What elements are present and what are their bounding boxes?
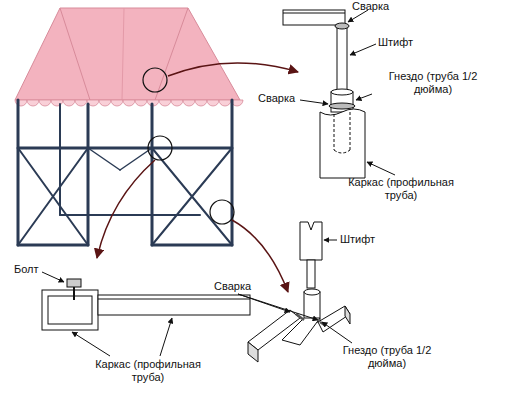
detail-top (283, 10, 365, 178)
drawing-part (318, 306, 350, 332)
drawing-part (98, 295, 250, 315)
roof-fringe (15, 100, 243, 106)
fringe-scallop (195, 100, 207, 106)
callout-label: Сварка (258, 92, 295, 105)
drawing-part (334, 150, 350, 153)
drawing-part (15, 8, 240, 100)
drawing-part (152, 148, 232, 245)
callout-label: Сварка (352, 0, 389, 13)
callout-label: Штифт (340, 233, 375, 246)
drawing-part (168, 63, 298, 76)
callout-label: Сварка (214, 280, 251, 293)
callout-label: Гнездо (труба 1/2 дюйма) (374, 70, 492, 96)
fringe-scallop (27, 100, 39, 106)
drawing-part (335, 23, 349, 29)
drawing-part (72, 332, 110, 356)
drawing-part (67, 279, 81, 287)
drawing-part (337, 25, 347, 93)
drawing-part (48, 296, 92, 324)
drawing-part (304, 289, 320, 295)
fringe-scallop (219, 100, 231, 106)
drawing-part (152, 148, 232, 245)
drawing-part (42, 290, 98, 330)
drawing-part (17, 100, 20, 245)
drawing-part (238, 294, 318, 320)
drawing-part (143, 68, 167, 92)
drawing-part (307, 260, 315, 288)
callout-label: Гнездо (труба 1/2 дюйма) (328, 344, 446, 370)
drawing-part (356, 94, 372, 100)
drawing-part (73, 287, 75, 300)
drawing-part (59, 104, 61, 215)
drawing-part (248, 342, 258, 362)
drawing-part (300, 100, 328, 104)
detail-corner (248, 222, 350, 362)
fringe-scallop (99, 100, 111, 106)
drawing-part (97, 160, 155, 258)
drawing-part (283, 13, 345, 14)
gazebo-frame (18, 100, 232, 245)
drawing-part (60, 8, 90, 100)
drawing-part (122, 8, 124, 100)
drawing-part (283, 10, 345, 25)
drawing-part (210, 200, 234, 224)
drawing-part (322, 322, 352, 343)
fringe-scallop (135, 100, 147, 106)
fringe-scallop (75, 100, 87, 106)
drawing-part (367, 162, 395, 175)
drawing-part (320, 109, 365, 178)
drawing-part (334, 114, 335, 150)
fringe-scallop (63, 100, 75, 106)
drawing-part (331, 89, 353, 95)
leader-lines (42, 10, 395, 356)
drawing-part (18, 147, 232, 150)
roof (15, 8, 243, 106)
drawing-part (160, 318, 172, 356)
drawing-part (155, 8, 188, 100)
callout-label: Каркас (профильная труба) (78, 358, 218, 384)
drawing-part (329, 103, 355, 109)
drawing-part (248, 310, 300, 350)
drawing-part (60, 214, 200, 216)
drawing-part (345, 306, 350, 324)
callout-label: Болт (14, 263, 39, 276)
drawing-part (98, 299, 250, 300)
fringe-scallop (123, 100, 135, 106)
zoom-callouts (97, 63, 298, 292)
callout-label: Каркас (профильная труба) (346, 176, 456, 202)
drawing-part (151, 104, 154, 245)
drawing-part (42, 272, 64, 282)
fringe-scallop (171, 100, 183, 106)
drawing-part (350, 44, 376, 55)
callout-label: Штифт (378, 36, 413, 49)
fringe-scallop (159, 100, 171, 106)
drawing-part (18, 148, 88, 245)
fringe-scallop (51, 100, 63, 106)
fringe-scallop (111, 100, 123, 106)
drawing-part (88, 148, 120, 170)
drawing-part (300, 222, 322, 260)
fringe-scallop (39, 100, 51, 106)
drawing-part (324, 240, 337, 241)
drawing-part (18, 244, 88, 247)
drawing-part (231, 100, 234, 245)
fringe-scallop (183, 100, 195, 106)
fringe-scallop (207, 100, 219, 106)
drawing-part (87, 104, 90, 245)
drawing-part (152, 244, 232, 247)
drawing-part (350, 112, 351, 150)
drawing-part (18, 148, 88, 245)
drawing-part (148, 136, 172, 160)
